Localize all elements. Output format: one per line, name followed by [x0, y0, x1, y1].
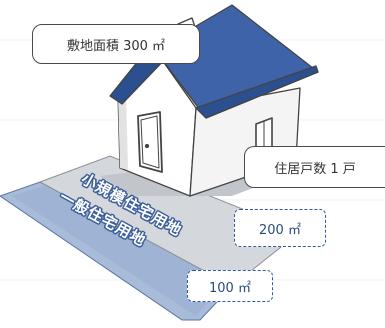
site-area-text: 敷地面積 300 ㎡ [66, 38, 166, 54]
general-residential-land-edge [12, 186, 226, 316]
general-residential-area-label: 100 ㎡ [187, 270, 273, 302]
door-knob [144, 143, 150, 149]
house-roof-eave [195, 65, 319, 119]
general-residential-area-text: 100 ㎡ [209, 280, 251, 296]
dwelling-units-text: 住居戸数 1 戸 [274, 161, 356, 177]
house-door-inner [140, 115, 160, 169]
house-wall-shade [118, 92, 128, 170]
small-residential-area-text: 200 ㎡ [259, 222, 301, 238]
dwelling-units-label: 住居戸数 1 戸 [244, 146, 385, 188]
small-residential-area-label: 200 ㎡ [234, 209, 326, 247]
site-area-label: 敷地面積 300 ㎡ [32, 24, 200, 64]
